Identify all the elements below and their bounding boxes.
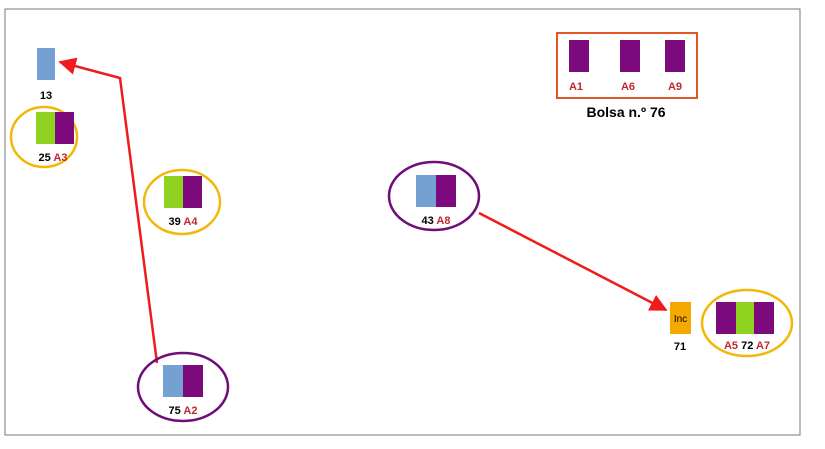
node-39-label: 39 A4 xyxy=(169,216,199,228)
purple-block xyxy=(620,40,640,72)
blue-block xyxy=(416,175,436,207)
node-25: 25 A3 xyxy=(9,105,79,169)
node-43-label: 43 A8 xyxy=(422,215,451,227)
node-43: 43 A8 xyxy=(387,160,481,232)
yellow-ring xyxy=(9,105,79,169)
green-block xyxy=(736,302,754,334)
blue-block xyxy=(37,48,55,80)
purple-block xyxy=(183,176,202,208)
purple-block xyxy=(754,302,774,334)
node-71: Inc 71 xyxy=(670,302,691,353)
purple-block xyxy=(665,40,685,72)
bag-border xyxy=(556,32,698,99)
node-72: A5 72 A7 xyxy=(700,288,794,358)
purple-block xyxy=(55,112,74,144)
node-72-label: A5 72 A7 xyxy=(724,340,770,352)
purple-ring xyxy=(387,160,481,232)
node-25-label: 25 A3 xyxy=(39,152,68,164)
purple-block xyxy=(569,40,589,72)
yellow-ring xyxy=(142,168,222,236)
green-block xyxy=(36,112,55,144)
bag-76: A1 A6 A9 Bolsa n.º 76 xyxy=(556,32,698,120)
node-13: 13 xyxy=(37,48,55,102)
purple-block xyxy=(716,302,736,334)
arrow-43-to-71 xyxy=(478,211,668,312)
bag-item-label: A6 xyxy=(621,81,635,93)
purple-block xyxy=(436,175,456,207)
node-13-number: 13 xyxy=(40,90,52,102)
bag-title: Bolsa n.º 76 xyxy=(586,104,665,120)
green-block xyxy=(164,176,183,208)
node-39: 39 A4 xyxy=(142,168,222,236)
bag-item-label: A9 xyxy=(668,81,682,93)
bag-item-label: A1 xyxy=(569,81,583,93)
yellow-ring xyxy=(700,288,794,358)
node-75: 75 A2 xyxy=(136,351,230,423)
blue-block xyxy=(163,365,183,397)
diagram-frame xyxy=(4,8,801,436)
node-75-label: 75 A2 xyxy=(169,405,198,417)
arrow-75-to-13 xyxy=(58,57,159,364)
purple-ring xyxy=(136,351,230,423)
inc-box-label: Inc xyxy=(674,314,687,325)
node-71-number: 71 xyxy=(674,341,686,353)
purple-block xyxy=(183,365,203,397)
inc-box xyxy=(670,302,691,334)
